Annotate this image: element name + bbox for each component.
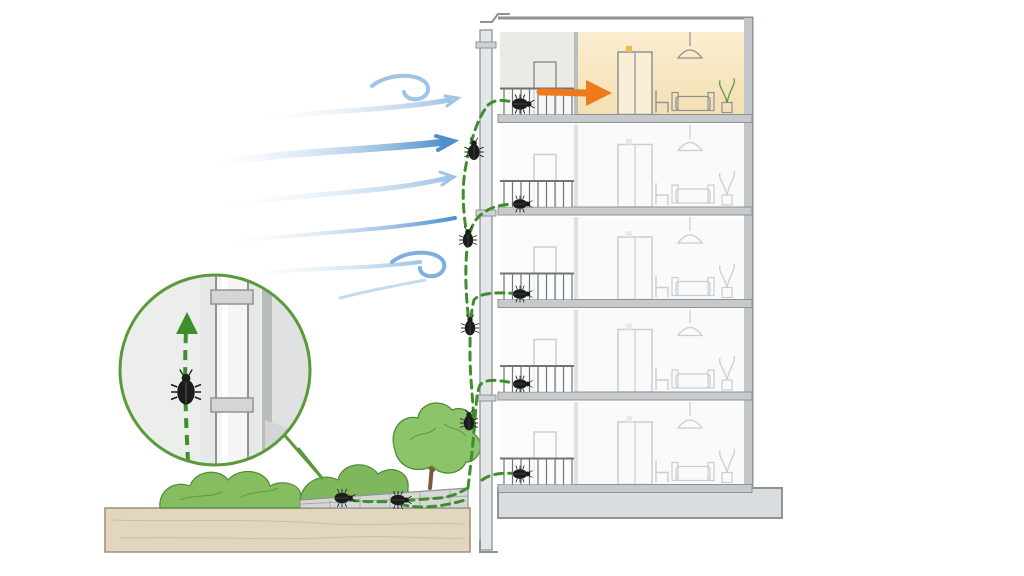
lamp-icon — [676, 32, 704, 59]
ground — [104, 507, 471, 553]
balcony-icon — [500, 180, 574, 207]
bug-icon — [334, 488, 356, 508]
plant-icon — [718, 355, 736, 391]
bug-icon — [460, 314, 480, 336]
lamp-icon — [676, 402, 704, 429]
sofa-icon — [671, 184, 715, 204]
lamp-icon — [676, 309, 704, 337]
sofa-icon — [671, 91, 715, 112]
chair-icon — [655, 275, 669, 298]
balcony-icon — [500, 272, 574, 300]
balcony-icon — [500, 457, 574, 485]
lamp-icon — [676, 217, 704, 244]
tree-icon — [392, 402, 482, 490]
bug-icon — [459, 409, 479, 431]
sofa-icon — [671, 461, 715, 482]
chair-icon — [655, 183, 669, 205]
bug-icon — [458, 226, 478, 248]
building — [497, 16, 783, 519]
plant-icon — [718, 78, 736, 114]
wind-icon — [191, 73, 462, 300]
plant-icon — [718, 448, 736, 484]
chair-icon — [655, 368, 669, 390]
entry-arrow-icon — [536, 80, 612, 106]
plant-icon — [718, 170, 736, 206]
bug-icon — [513, 465, 533, 483]
drainpipe-icon — [475, 13, 510, 553]
plant-icon — [718, 263, 736, 299]
magnifier-icon — [118, 273, 324, 480]
bug-icon — [513, 195, 533, 213]
bug-icon — [170, 369, 202, 405]
bug-icon — [464, 137, 484, 160]
chair-icon — [655, 90, 669, 113]
floors — [497, 32, 753, 493]
sofa-icon — [671, 369, 715, 389]
sofa-icon — [671, 276, 715, 297]
bugs — [334, 94, 535, 510]
chair-icon — [655, 460, 669, 483]
lamp-icon — [676, 124, 704, 152]
floor-1 — [500, 32, 744, 116]
bug-icon — [390, 490, 412, 510]
bug-icon — [511, 94, 535, 114]
bug-icon — [513, 375, 533, 393]
bug-icon — [513, 285, 533, 303]
balcony-icon — [500, 365, 574, 392]
shrub-icon — [159, 464, 409, 509]
